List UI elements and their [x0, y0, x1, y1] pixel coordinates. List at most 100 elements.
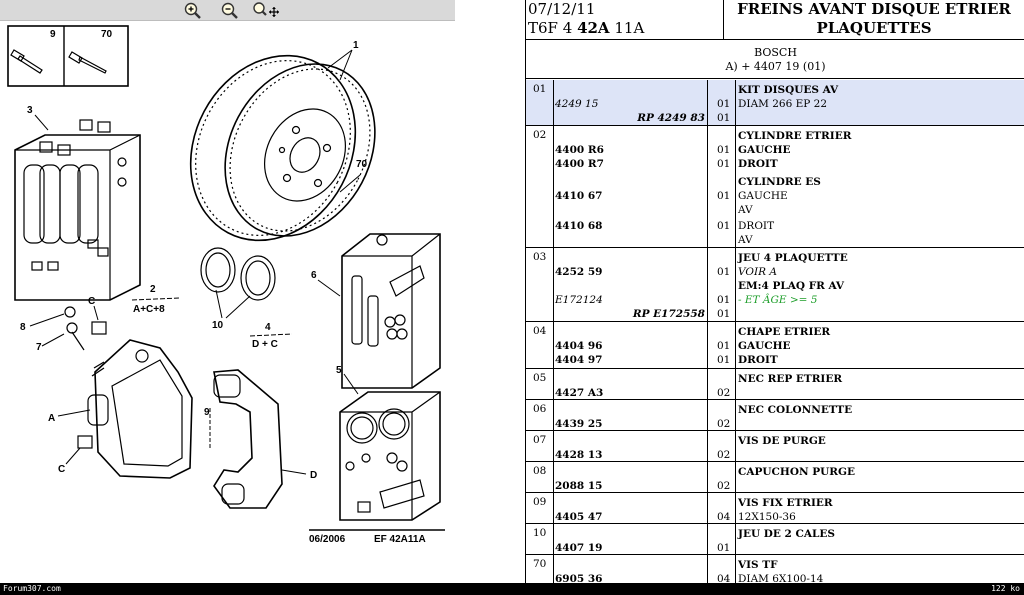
part-ref[interactable]: 4407 19 — [555, 542, 603, 554]
row-number: 70 — [526, 555, 554, 583]
part-ref[interactable]: 2088 15 — [555, 480, 603, 492]
part-ref[interactable]: 4439 25 — [555, 418, 603, 430]
part-ref[interactable]: 4427 A3 — [555, 387, 604, 399]
label-9-bracket: 9 — [204, 407, 210, 418]
brand-block: BOSCH A) + 4407 19 (01) — [526, 41, 1024, 79]
part-ref[interactable]: 4400 R7 — [555, 158, 604, 170]
part-ref[interactable]: 4428 13 — [555, 449, 603, 461]
header-code-suffix: 11A — [614, 19, 645, 37]
part-description: DIAM 266 EP 22 — [738, 98, 828, 110]
row-number: 09 — [526, 493, 554, 523]
part-ref[interactable]: 6905 36 — [555, 573, 603, 583]
part-qty: 02 — [717, 449, 731, 461]
ref-cell: 4407 19 — [554, 524, 708, 554]
part-qty: 02 — [717, 480, 731, 492]
part-qty: 01 — [717, 294, 731, 306]
zoom-in-button[interactable] — [183, 1, 203, 20]
header-meta: 07/12/11 T6F 4 42A 11A — [526, 0, 724, 40]
replacement-ref[interactable]: RP 4249 83 — [637, 112, 705, 124]
qty-cell: 02 — [708, 400, 736, 430]
pads-box — [14, 119, 141, 301]
row-number: 04 — [526, 322, 554, 368]
status-size: 122 ko — [991, 584, 1020, 593]
box-6-guides — [341, 233, 441, 389]
part-qty: 01 — [717, 144, 731, 156]
replacement-ref[interactable]: RP E172558 — [632, 308, 705, 320]
part-ref[interactable]: 4252 59 — [555, 266, 603, 278]
part-ref[interactable]: 4400 R6 — [555, 144, 604, 156]
status-site: Forum307.com — [3, 584, 61, 593]
diagram-date: 06/2006 — [309, 534, 346, 545]
part-qty: 01 — [717, 340, 731, 352]
label-C-bottom: C — [58, 464, 65, 475]
qty-cell: 02 — [708, 462, 736, 492]
part-qty: 01 — [717, 220, 731, 232]
part-description: DROIT — [738, 354, 778, 366]
part-ref[interactable]: 4410 67 — [555, 190, 603, 202]
part-qty: 04 — [717, 573, 731, 583]
desc-cell: VIS DE PURGE — [736, 431, 1024, 461]
part-description: 12X150-36 — [738, 511, 796, 523]
label-1: 1 — [353, 40, 359, 51]
part-description: JEU 4 PLAQUETTE — [738, 252, 848, 264]
ref-cell: 4428 13 — [554, 431, 708, 461]
part-description: CHAPE ETRIER — [738, 326, 831, 338]
brake-disc — [189, 54, 376, 242]
label-3: 3 — [27, 105, 33, 116]
row-number: 06 — [526, 400, 554, 430]
part-ref[interactable]: 4410 68 — [555, 220, 603, 232]
desc-cell: KIT DISQUES AV DIAM 266 EP 22 — [736, 80, 1024, 125]
part-ref[interactable]: 4404 96 — [555, 340, 603, 352]
desc-cell: JEU DE 2 CALES — [736, 524, 1024, 554]
part-description: CAPUCHON PURGE — [738, 466, 855, 478]
part-ref[interactable]: E172124 — [555, 294, 603, 306]
part-ref[interactable]: 4405 47 — [555, 511, 603, 523]
part-description: JEU DE 2 CALES — [738, 528, 835, 540]
page-title: FREINS AVANT DISQUE ETRIER PLAQUETTES — [724, 0, 1024, 40]
brand-note: A) + 4407 19 (01) — [725, 60, 826, 73]
part-description: EM:4 PLAQ FR AV — [738, 280, 845, 292]
part-qty: 01 — [717, 98, 731, 110]
ref-cell: 4427 A3 — [554, 369, 708, 399]
part-description: VIS DE PURGE — [738, 435, 826, 447]
part-description: VIS FIX ETRIER — [738, 497, 833, 509]
qty-cell: 01 — [708, 524, 736, 554]
label-8: 8 — [20, 322, 26, 333]
row-number: 01 — [526, 80, 554, 125]
part-description: CYLINDRE ETRIER — [738, 130, 852, 142]
row-number: 05 — [526, 369, 554, 399]
row-number: 08 — [526, 462, 554, 492]
brand-name: BOSCH — [754, 46, 797, 59]
ref-cell: 4404 96 4404 97 — [554, 322, 708, 368]
part-ref[interactable]: 4249 15 — [555, 98, 599, 110]
row-number: 07 — [526, 431, 554, 461]
parts-list-pane: 07/12/11 T6F 4 42A 11A FREINS AVANT DISQ… — [525, 0, 1024, 583]
caliper — [87, 339, 193, 479]
part-qty: 01 — [717, 266, 731, 278]
part-ref[interactable]: 4404 97 — [555, 354, 603, 366]
part-qty: 01 — [717, 158, 731, 170]
caliper-bracket — [213, 369, 283, 509]
pan-zoom-button[interactable] — [252, 1, 280, 20]
ref-cell: 4252 59 E172124 RP E172558 — [554, 248, 708, 321]
part-description: KIT DISQUES AV — [738, 84, 839, 96]
zoom-out-button[interactable] — [220, 1, 240, 20]
page-title-line2: PLAQUETTES — [816, 19, 932, 37]
part-qty: 02 — [717, 387, 731, 399]
